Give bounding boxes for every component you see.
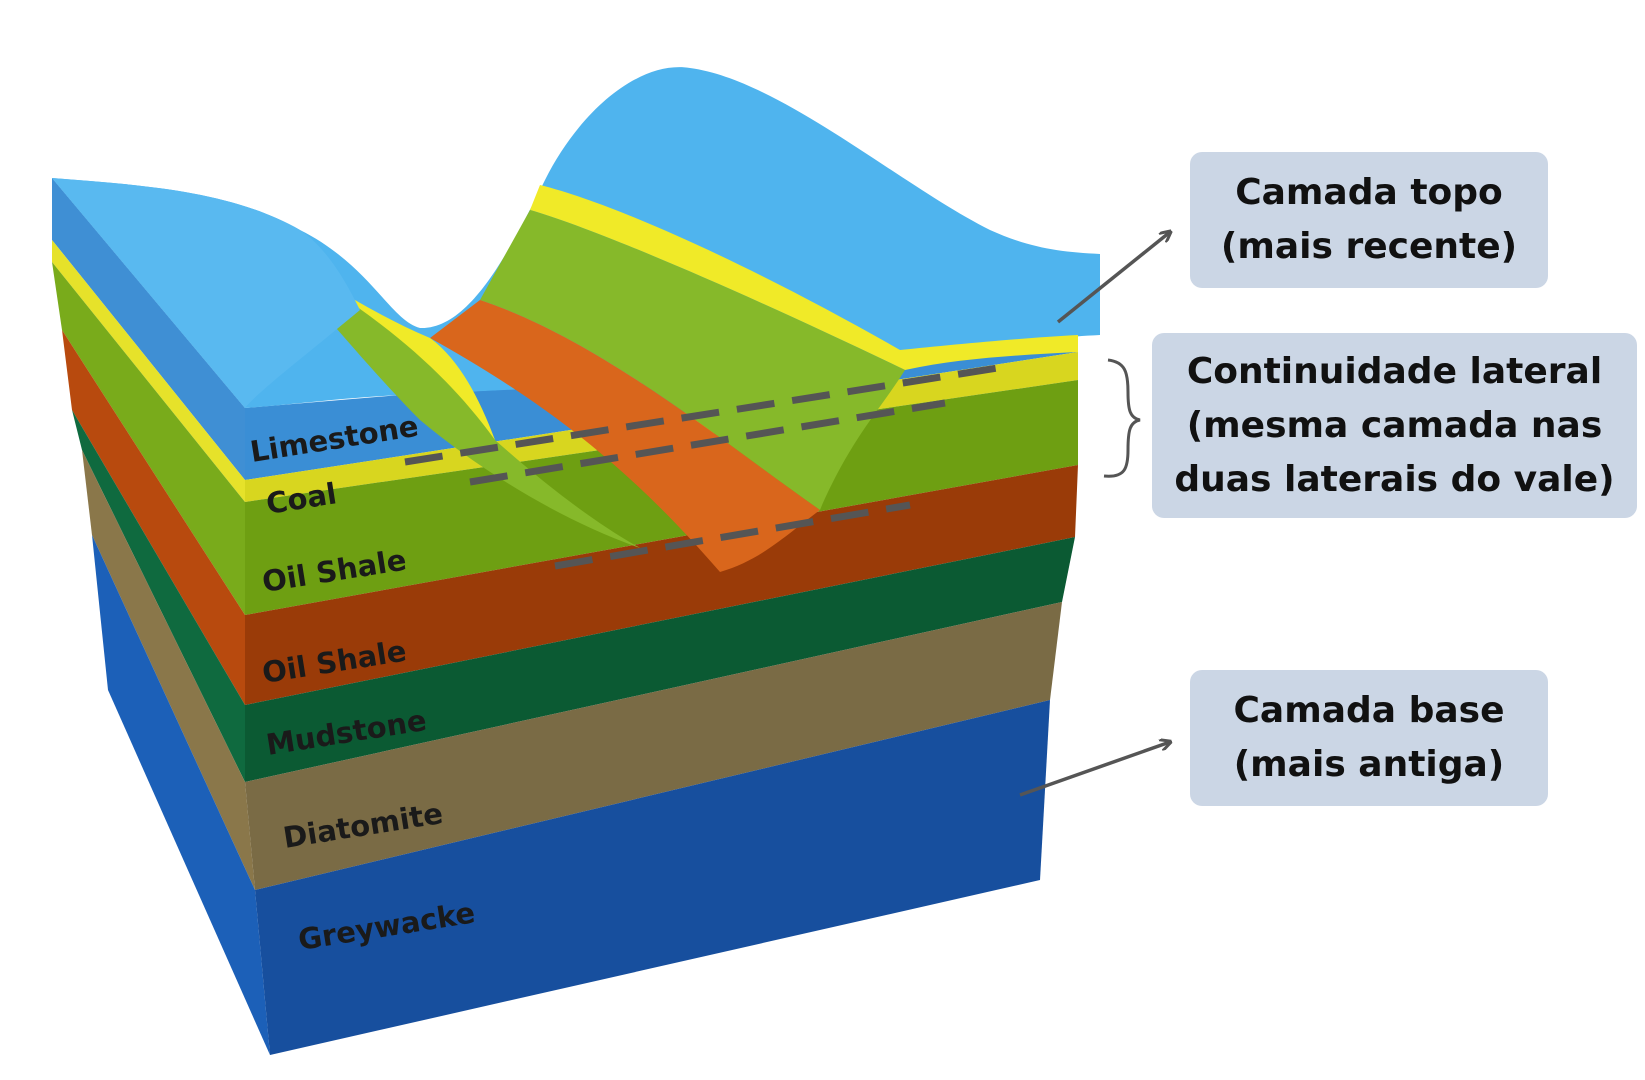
- block-left-face: [52, 178, 270, 1055]
- lateral-brace-icon: [1103, 358, 1141, 478]
- block-top-surface: [52, 67, 1100, 572]
- callout-lateral: Continuidade lateral (mesma camada nas d…: [1152, 333, 1637, 518]
- callout-lateral-line2: (mesma camada nas: [1186, 404, 1603, 446]
- callout-lateral-line1: Continuidade lateral: [1186, 350, 1603, 392]
- callout-base: Camada base (mais antiga): [1190, 670, 1548, 806]
- callout-top-line2: (mais recente): [1220, 226, 1518, 267]
- callout-top: Camada topo (mais recente): [1190, 152, 1548, 288]
- arrow-top-icon: [1056, 232, 1170, 324]
- callout-base-line1: Camada base: [1233, 690, 1505, 731]
- callout-lateral-line3: duas laterais do vale): [1174, 458, 1615, 500]
- callout-base-line2: (mais antiga): [1233, 744, 1505, 785]
- callout-top-line1: Camada topo: [1235, 172, 1503, 213]
- lateral-continuity-dashes: [404, 362, 1011, 570]
- arrow-base-icon: [1019, 742, 1170, 797]
